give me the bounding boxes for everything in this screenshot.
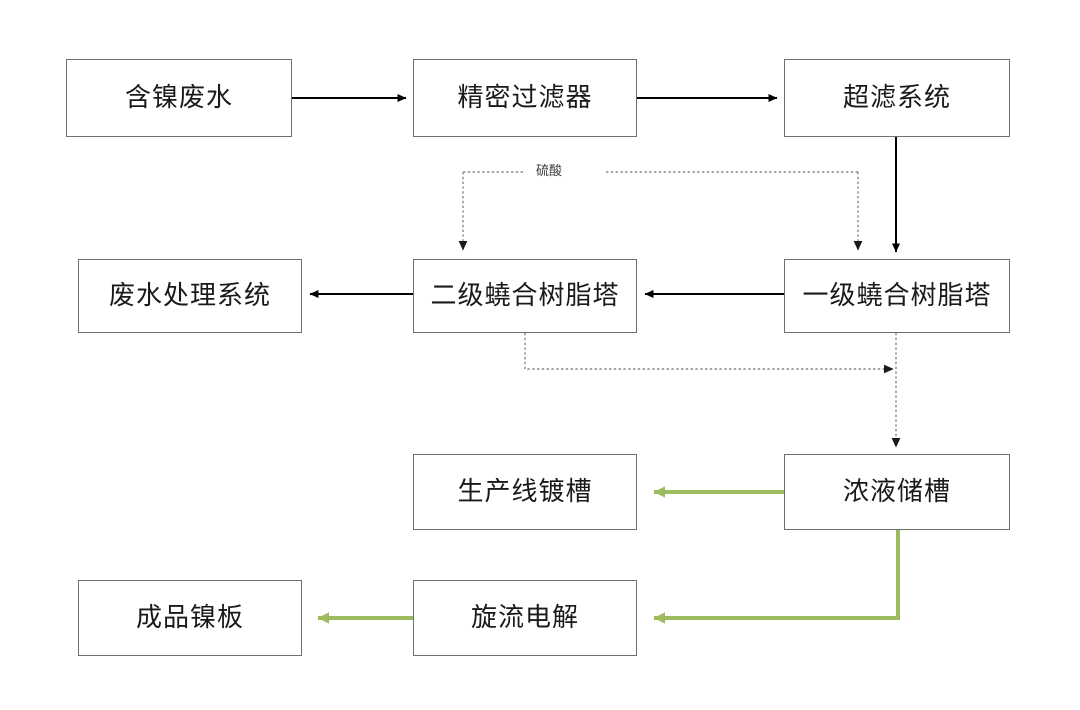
edge-label-sulfuric-acid: 硫酸 xyxy=(531,163,568,178)
node-label: 精密过滤器 xyxy=(457,83,593,112)
node-label: 生产线镀槽 xyxy=(457,477,593,506)
node-label: 废水处理系统 xyxy=(108,281,271,310)
edge-concentrate-tank-to-electrolysis xyxy=(653,530,900,624)
node-primary-chelating-resin-tower[interactable]: 一级蟯合树脂塔 xyxy=(784,259,1010,333)
edge-secondary-tower-regen-return xyxy=(524,333,894,374)
node-cyclone-electrolysis[interactable]: 旋流电解 xyxy=(413,580,637,656)
node-precision-filter[interactable]: 精密过滤器 xyxy=(413,59,637,137)
node-label: 成品镍板 xyxy=(135,603,244,632)
node-label: 浓液储槽 xyxy=(842,477,951,506)
node-secondary-chelating-resin-tower[interactable]: 二级蟯合树脂塔 xyxy=(413,259,637,333)
node-label: 一级蟯合树脂塔 xyxy=(802,281,992,310)
node-label: 旋流电解 xyxy=(470,603,579,632)
node-label: 含镍废水 xyxy=(124,83,233,112)
node-wastewater-treatment-system[interactable]: 废水处理系统 xyxy=(78,259,302,333)
node-nickel-wastewater[interactable]: 含镍废水 xyxy=(66,59,292,137)
node-production-line-plating-bath[interactable]: 生产线镀槽 xyxy=(413,454,637,530)
edge-label-text: 硫酸 xyxy=(536,163,563,178)
node-label: 二级蟯合树脂塔 xyxy=(430,281,620,310)
node-concentrate-storage-tank[interactable]: 浓液储槽 xyxy=(784,454,1010,530)
node-label: 超滤系统 xyxy=(842,83,951,112)
node-ultrafiltration-system[interactable]: 超滤系统 xyxy=(784,59,1010,137)
node-finished-nickel-plate[interactable]: 成品镍板 xyxy=(78,580,302,656)
